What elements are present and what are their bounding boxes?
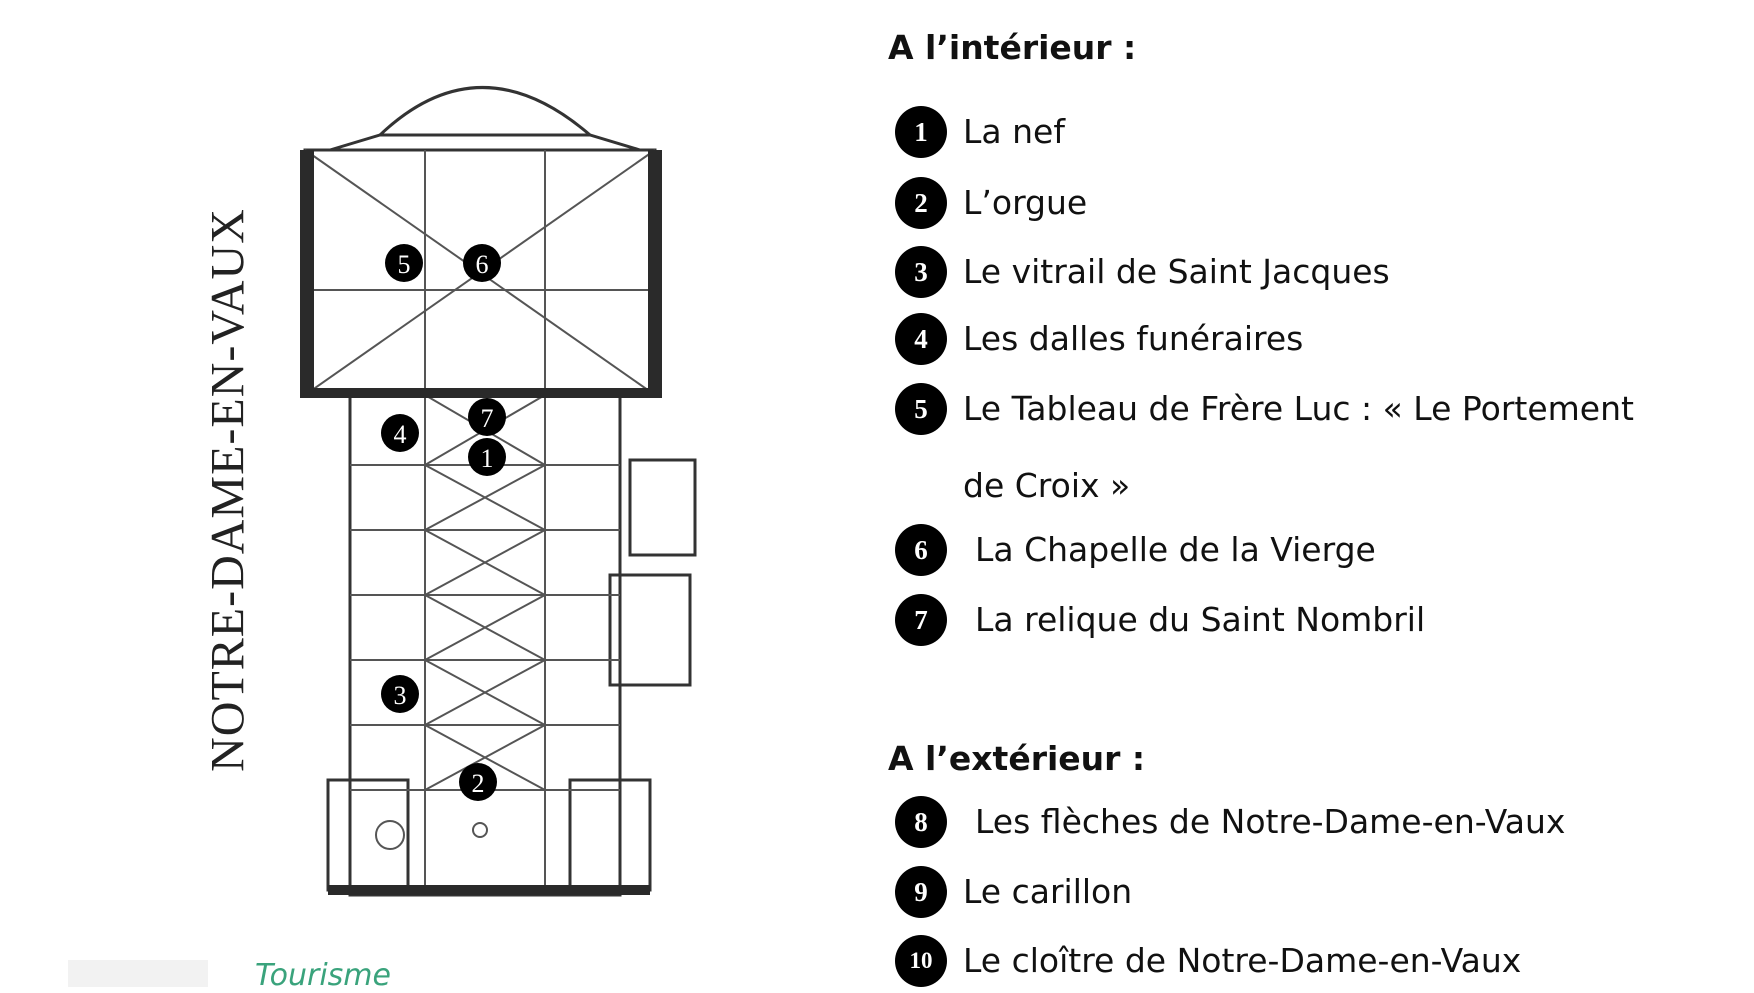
tourisme-logo: Tourisme bbox=[255, 958, 391, 993]
number-badge-9: 9 bbox=[895, 866, 947, 918]
svg-text:4: 4 bbox=[394, 420, 407, 449]
legend-item-label: Le Tableau de Frère Luc : « Le Portement bbox=[963, 389, 1634, 428]
svg-text:2: 2 bbox=[472, 769, 485, 798]
plan-marker-7: 7 bbox=[468, 398, 506, 436]
legend-item-label: Le vitrail de Saint Jacques bbox=[963, 252, 1390, 291]
number-badge-8: 8 bbox=[895, 796, 947, 848]
plan-marker-2: 2 bbox=[459, 763, 497, 801]
west-tower-left bbox=[326, 778, 410, 892]
legend-item-5-continuation: de Croix » bbox=[963, 466, 1131, 505]
legend-item-label: Les flèches de Notre-Dame-en-Vaux bbox=[975, 802, 1566, 841]
legend-item-label: La relique du Saint Nombril bbox=[975, 600, 1426, 639]
legend-item-label: Les dalles funéraires bbox=[963, 319, 1304, 358]
svg-text:3: 3 bbox=[394, 681, 407, 710]
porch-outline bbox=[608, 573, 692, 687]
plan-title: NOTRE-DAME-EN-VAUX bbox=[201, 208, 255, 772]
number-badge-6: 6 bbox=[895, 524, 947, 576]
legend-item-label: La nef bbox=[963, 112, 1065, 151]
number-badge-5: 5 bbox=[895, 383, 947, 435]
plan-marker-4: 4 bbox=[381, 414, 419, 452]
number-badge-10: 10 bbox=[895, 935, 947, 987]
svg-text:6: 6 bbox=[476, 250, 489, 279]
svg-text:1: 1 bbox=[481, 444, 494, 473]
apse-base bbox=[329, 133, 641, 152]
church-floor-plan-drawing: 1 2 3 4 5 6 7 bbox=[300, 86, 697, 897]
number-badge-4: 4 bbox=[895, 313, 947, 365]
plan-marker-3: 3 bbox=[381, 675, 419, 713]
west-tower-right bbox=[568, 778, 652, 892]
legend-item-label: La Chapelle de la Vierge bbox=[975, 530, 1376, 569]
number-badge-1: 1 bbox=[895, 106, 947, 158]
number-badge-3: 3 bbox=[895, 246, 947, 298]
plan-marker-6: 6 bbox=[463, 244, 501, 282]
plan-marker-1: 1 bbox=[468, 438, 506, 476]
exterior-heading: A l’extérieur : bbox=[888, 739, 1146, 778]
svg-text:5: 5 bbox=[398, 250, 411, 279]
interior-heading: A l’intérieur : bbox=[888, 28, 1137, 67]
plan-marker-5: 5 bbox=[385, 244, 423, 282]
number-badge-7: 7 bbox=[895, 594, 947, 646]
apse-outline bbox=[378, 86, 591, 137]
stamp-shadow bbox=[68, 960, 208, 987]
legend-item-label: L’orgue bbox=[963, 183, 1088, 222]
legend-item-label: Le carillon bbox=[963, 872, 1133, 911]
number-badge-2: 2 bbox=[895, 177, 947, 229]
side-chapel-outline bbox=[628, 458, 697, 557]
floor-plan: 1 2 3 4 5 6 7 NOTRE-DAME-EN-VAUX Tourism… bbox=[0, 0, 840, 993]
svg-text:7: 7 bbox=[481, 404, 494, 433]
legend-item-label: Le cloître de Notre-Dame-en-Vaux bbox=[963, 941, 1522, 980]
